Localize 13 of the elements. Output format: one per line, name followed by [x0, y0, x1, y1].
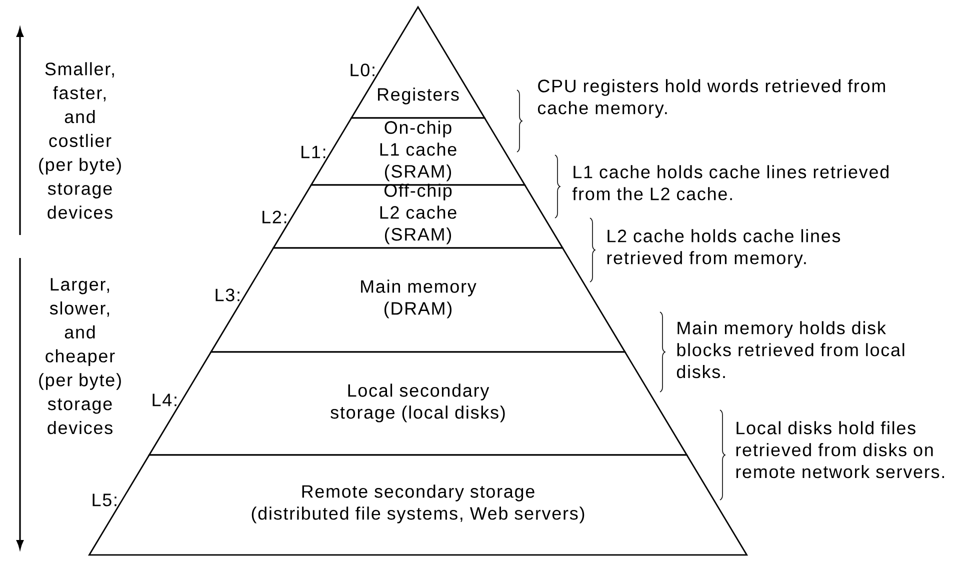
annotation-text: Local disks hold files retrieved from disks on remote network servers. [736, 421, 944, 478]
level-label: L5: [92, 494, 116, 506]
level-label: L0: [350, 64, 374, 76]
level-label: L2: [262, 210, 286, 224]
level-label: L1: [302, 146, 326, 158]
annotation-text: Main memory holds disk blocks retrieved from local disks. [676, 321, 904, 378]
level-label: L3: [216, 288, 240, 302]
annotation-text: L2 cache holds cache lines retrieved from memory. [607, 229, 840, 268]
level-label: L4: [152, 394, 176, 406]
annotation-text: Larger, slower, and cheaper (per byte) storage devices [39, 278, 121, 434]
annotation-text: Smaller, faster, and costlier (per byte) storage devices [39, 62, 121, 219]
annotation-text: CPU registers hold words retrieved from cache memory. [538, 79, 885, 118]
annotation-text: L1 cache holds cache lines retrieved from the L2 cache. [572, 165, 888, 200]
